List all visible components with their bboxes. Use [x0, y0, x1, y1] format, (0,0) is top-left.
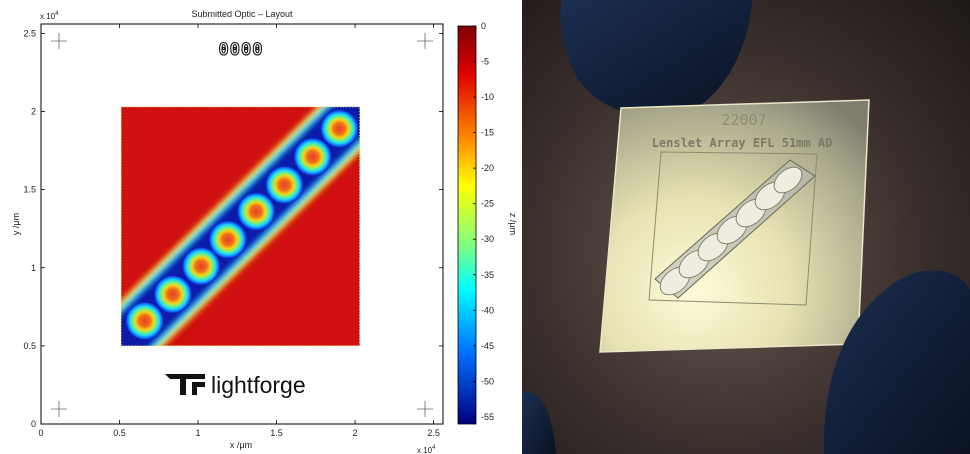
photo-lenslets — [659, 166, 803, 296]
x-tick-label: 0.5 — [113, 428, 126, 438]
colorbar-ticks: 0 -5 -10 -15 -20 -25 -30 -35 -40 -45 -50 -55 — [473, 21, 494, 422]
colorbar-tick-label: -30 — [481, 234, 494, 244]
colorbar — [457, 25, 477, 425]
lenslet — [125, 301, 164, 340]
x-tick-label: 0 — [38, 428, 43, 438]
plot-title: Submitted Optic – Layout — [191, 9, 293, 19]
colorbar-tick-label: -40 — [481, 305, 494, 315]
y-axis-label: y /μm — [11, 213, 21, 235]
lenslet — [153, 275, 192, 314]
y-tick-label: 2.5 — [23, 28, 36, 38]
brand-name: lightforge — [211, 372, 306, 398]
glove-top — [560, 0, 752, 118]
fiducial-top-left — [51, 33, 67, 49]
y-tick-label: 1.5 — [23, 185, 36, 195]
colorbar-tick-label: -35 — [481, 270, 494, 280]
lenslet — [265, 165, 304, 204]
substrate-layout — [121, 106, 360, 346]
glove-bottom-right — [823, 270, 970, 454]
x-axis-label: x /μm — [230, 440, 252, 450]
layout-plot: Submitted Optic – Layout 0000 lightforge… — [11, 9, 518, 454]
lenslet — [293, 137, 332, 176]
y-tick-label: 2 — [31, 107, 36, 117]
colorbar-tick-label: 0 — [481, 21, 486, 31]
x-tick-label: 2.5 — [427, 428, 440, 438]
y-tick-label: 0 — [31, 419, 36, 429]
y-exponent-label: x 104 — [40, 11, 59, 21]
engraved-number: 22007 — [721, 111, 766, 129]
engraved-label: Lenslet Array EFL 51mm AD — [652, 136, 833, 150]
colorbar-tick-label: -15 — [481, 128, 494, 138]
fiducial-top-right — [417, 33, 433, 49]
engraved-id: 0000 — [219, 40, 264, 60]
x-tick-label: 2 — [353, 428, 358, 438]
y-tick-label: 1 — [31, 263, 36, 273]
x-tick-label: 1.5 — [270, 428, 283, 438]
colorbar-tick-label: -5 — [481, 57, 489, 67]
colorbar-tick-label: -25 — [481, 199, 494, 209]
fiducial-bottom-left — [51, 401, 67, 417]
lenslet-photo: 22007 Lenslet Array EFL 51mm AD — [522, 0, 970, 454]
colorbar-tick-label: -20 — [481, 163, 494, 173]
colorbar-label: z /μm — [508, 213, 518, 235]
substrate-border — [120, 106, 361, 347]
x-tick-label: 1 — [196, 428, 201, 438]
lenslet — [182, 247, 221, 286]
lenslet — [237, 192, 276, 231]
fiducial-bottom-right — [417, 401, 433, 417]
colorbar-tick-label: -55 — [481, 412, 494, 422]
lenslet — [320, 109, 359, 148]
y-tick-label: 0.5 — [23, 341, 36, 351]
lightforge-mark-icon — [165, 374, 205, 395]
x-axis: 0 0.5 1 1.5 2 2.5 — [38, 24, 440, 438]
photo-lenslet — [773, 166, 803, 194]
colorbar-tick-label: -45 — [481, 341, 494, 351]
y-axis: 0 0.5 1 1.5 2 2.5 — [23, 28, 443, 429]
pocket-outline — [648, 151, 818, 306]
colorbar-tick-label: -10 — [481, 92, 494, 102]
fiducial-marks — [51, 33, 433, 417]
lenslet — [208, 220, 247, 259]
x-exponent-label: x 104 — [417, 445, 436, 454]
glove-bottom-left — [522, 391, 556, 454]
colorbar-tick-label: -50 — [481, 376, 494, 386]
lightforge-logo: lightforge — [165, 372, 306, 398]
